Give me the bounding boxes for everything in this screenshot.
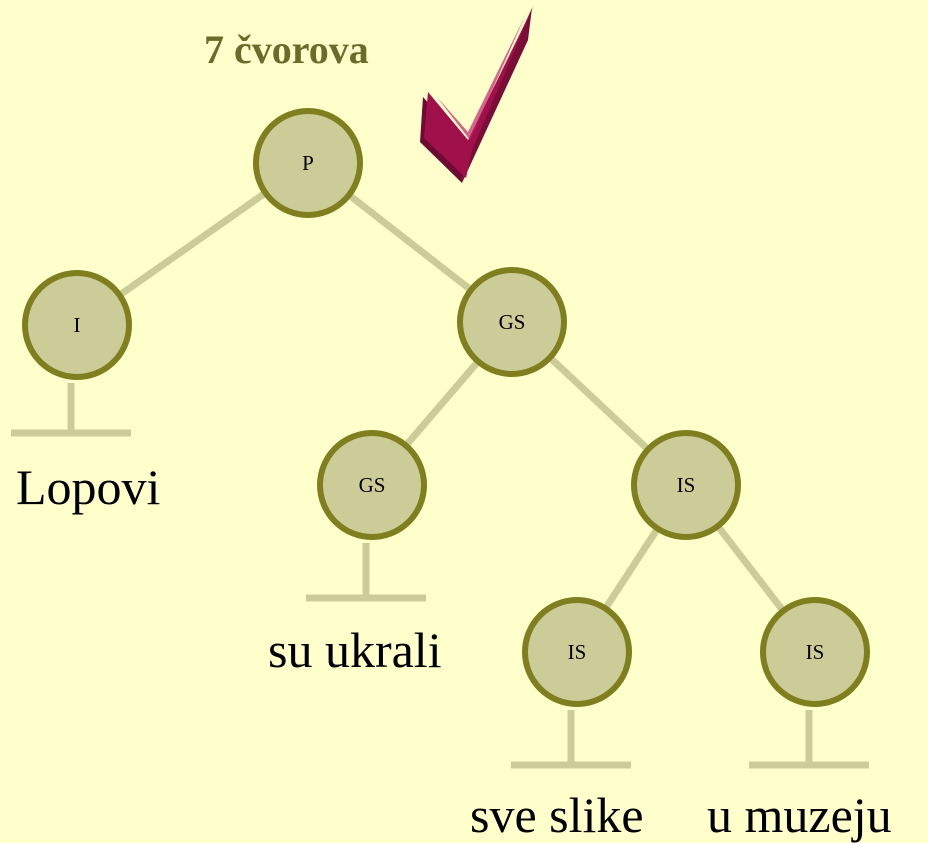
node-circle-gs1: [457, 267, 567, 377]
tree-node-gs2: GS: [317, 430, 427, 540]
node-circle-is1: [631, 430, 741, 540]
node-label-p: P: [302, 151, 314, 175]
tree-edge-p-gs1: [346, 192, 474, 293]
tree-edge-p-i: [117, 189, 268, 299]
tree-edge-is1-is3: [715, 524, 786, 613]
tree-node-i: I: [22, 270, 132, 380]
tree-node-is3: IS: [760, 597, 870, 707]
tree-edge-gs1-gs2: [403, 359, 481, 448]
node-label-gs2: GS: [359, 473, 386, 497]
nodes-layer: P I GS GS IS IS IS: [22, 108, 870, 707]
tree-node-gs1: GS: [457, 267, 567, 377]
checkmark-icon: [420, 5, 534, 183]
node-circle-is3: [760, 597, 870, 707]
tree-node-is1: IS: [631, 430, 741, 540]
node-circle-p: [253, 108, 363, 218]
node-circle-gs2: [317, 430, 427, 540]
node-circle-is2: [522, 597, 632, 707]
node-label-is2: IS: [568, 640, 587, 664]
word-u-muzeju: u muzeju: [707, 787, 892, 843]
word-sve-slike: sve slike: [470, 787, 644, 843]
tree-node-p: P: [253, 108, 363, 218]
word-lopovi: Lopovi: [16, 459, 161, 515]
node-label-gs1: GS: [499, 310, 526, 334]
edges-layer: [117, 189, 786, 613]
node-circle-i: [22, 270, 132, 380]
tree-edge-is1-is2: [602, 526, 661, 611]
tree-edge-gs1-is1: [547, 354, 651, 453]
node-label-is1: IS: [677, 473, 696, 497]
word-su-ukrali: su ukrali: [268, 622, 442, 678]
node-label-i: I: [74, 313, 81, 337]
node-label-is3: IS: [806, 640, 825, 664]
tree-node-is2: IS: [522, 597, 632, 707]
slide-title: 7 čvorova: [204, 27, 369, 72]
stems-layer: [11, 383, 869, 769]
